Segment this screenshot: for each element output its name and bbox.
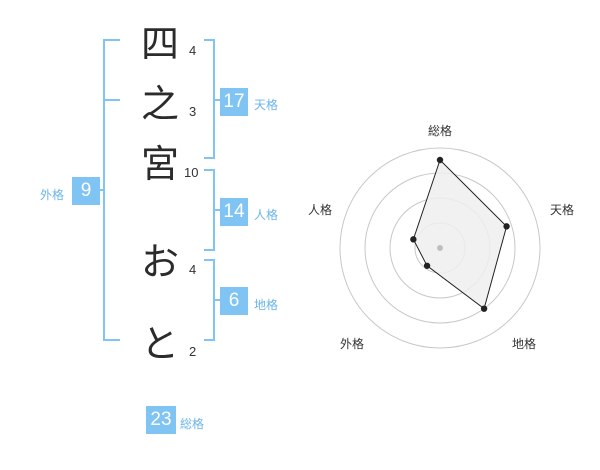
radar-polygon — [412, 159, 508, 310]
radar-center-point — [437, 245, 443, 251]
radar-point-4 — [410, 236, 417, 243]
radar-point-0 — [436, 156, 444, 164]
radar-axis-label-tenkaku: 天格 — [550, 203, 575, 217]
stroke-count-4: 4 — [189, 262, 197, 277]
name-char-5: と — [140, 322, 179, 366]
radar-axis-label-jinkaku: 人格 — [308, 203, 333, 217]
soukaku-value: 23 — [146, 406, 176, 434]
radar-point-1 — [503, 223, 510, 230]
chikaku-label: 地格 — [254, 298, 279, 312]
radar-axis-label-chikaku: 地格 — [512, 337, 537, 351]
stroke-count-5: 2 — [189, 344, 197, 359]
name-char-2: 之 — [140, 82, 179, 126]
gaikaku-label: 外格 — [40, 188, 65, 202]
radar-axis-label-gaikaku: 外格 — [340, 337, 365, 351]
tenkaku-label: 天格 — [254, 98, 279, 112]
tenkaku-value: 17 — [220, 88, 248, 116]
gaikaku-value: 9 — [72, 177, 100, 205]
radar-axis-label-soukaku: 総格 — [428, 124, 453, 138]
name-char-1: 四 — [140, 22, 179, 66]
soukaku-label: 総格 — [180, 417, 205, 431]
radar-point-2 — [480, 305, 488, 312]
chikaku-value: 6 — [220, 287, 248, 315]
radar-ring — [339, 147, 541, 349]
jinkaku-value: 14 — [220, 198, 248, 226]
jinkaku-label: 人格 — [254, 208, 279, 222]
name-char-4: お — [140, 240, 179, 284]
name-char-3: 宮 — [140, 142, 179, 186]
radar-point-3 — [423, 262, 431, 269]
stroke-count-3: 10 — [184, 165, 199, 180]
stroke-count-1: 4 — [189, 43, 197, 58]
stroke-count-2: 3 — [189, 104, 197, 119]
